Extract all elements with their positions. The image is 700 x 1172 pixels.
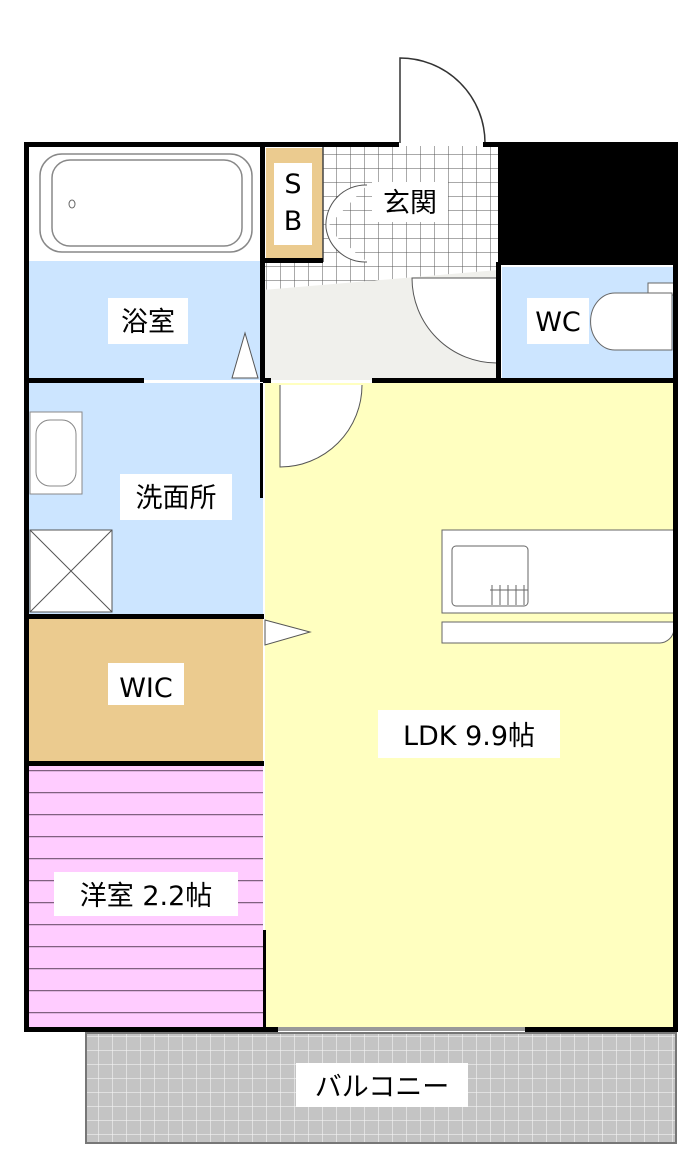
ldk-label: LDK 9.9帖	[403, 721, 535, 752]
walls	[24, 142, 678, 1032]
wic-door[interactable]	[264, 619, 312, 646]
washbasin-icon	[29, 411, 83, 495]
washing-machine-icon	[29, 529, 113, 613]
entrance-door[interactable]	[399, 57, 486, 144]
shoe-box-doors[interactable]	[325, 184, 368, 263]
ldk	[265, 383, 675, 1028]
kitchen-counter	[441, 529, 675, 644]
entrance-label: 玄関	[383, 188, 437, 219]
toilet-label: WC	[535, 307, 581, 338]
bath-door[interactable]	[231, 331, 259, 379]
black-block	[498, 143, 677, 265]
shoe-box-label-s: S	[284, 169, 301, 200]
ldk-door[interactable]	[279, 384, 363, 468]
toilet-door[interactable]	[411, 277, 498, 364]
shoe-box-label-b: B	[284, 206, 303, 237]
balcony-window[interactable]	[278, 1027, 525, 1031]
bathtub-icon	[39, 153, 253, 253]
balcony-label: バルコニー	[315, 1072, 449, 1103]
washroom-label: 洗面所	[136, 483, 217, 514]
entrance-tiles-lower	[263, 262, 498, 290]
wic-label: WIC	[119, 673, 173, 704]
western-room-label: 洋室 2.2帖	[80, 881, 213, 912]
bathroom-label: 浴室	[121, 307, 175, 338]
toilet-icon	[590, 282, 676, 351]
